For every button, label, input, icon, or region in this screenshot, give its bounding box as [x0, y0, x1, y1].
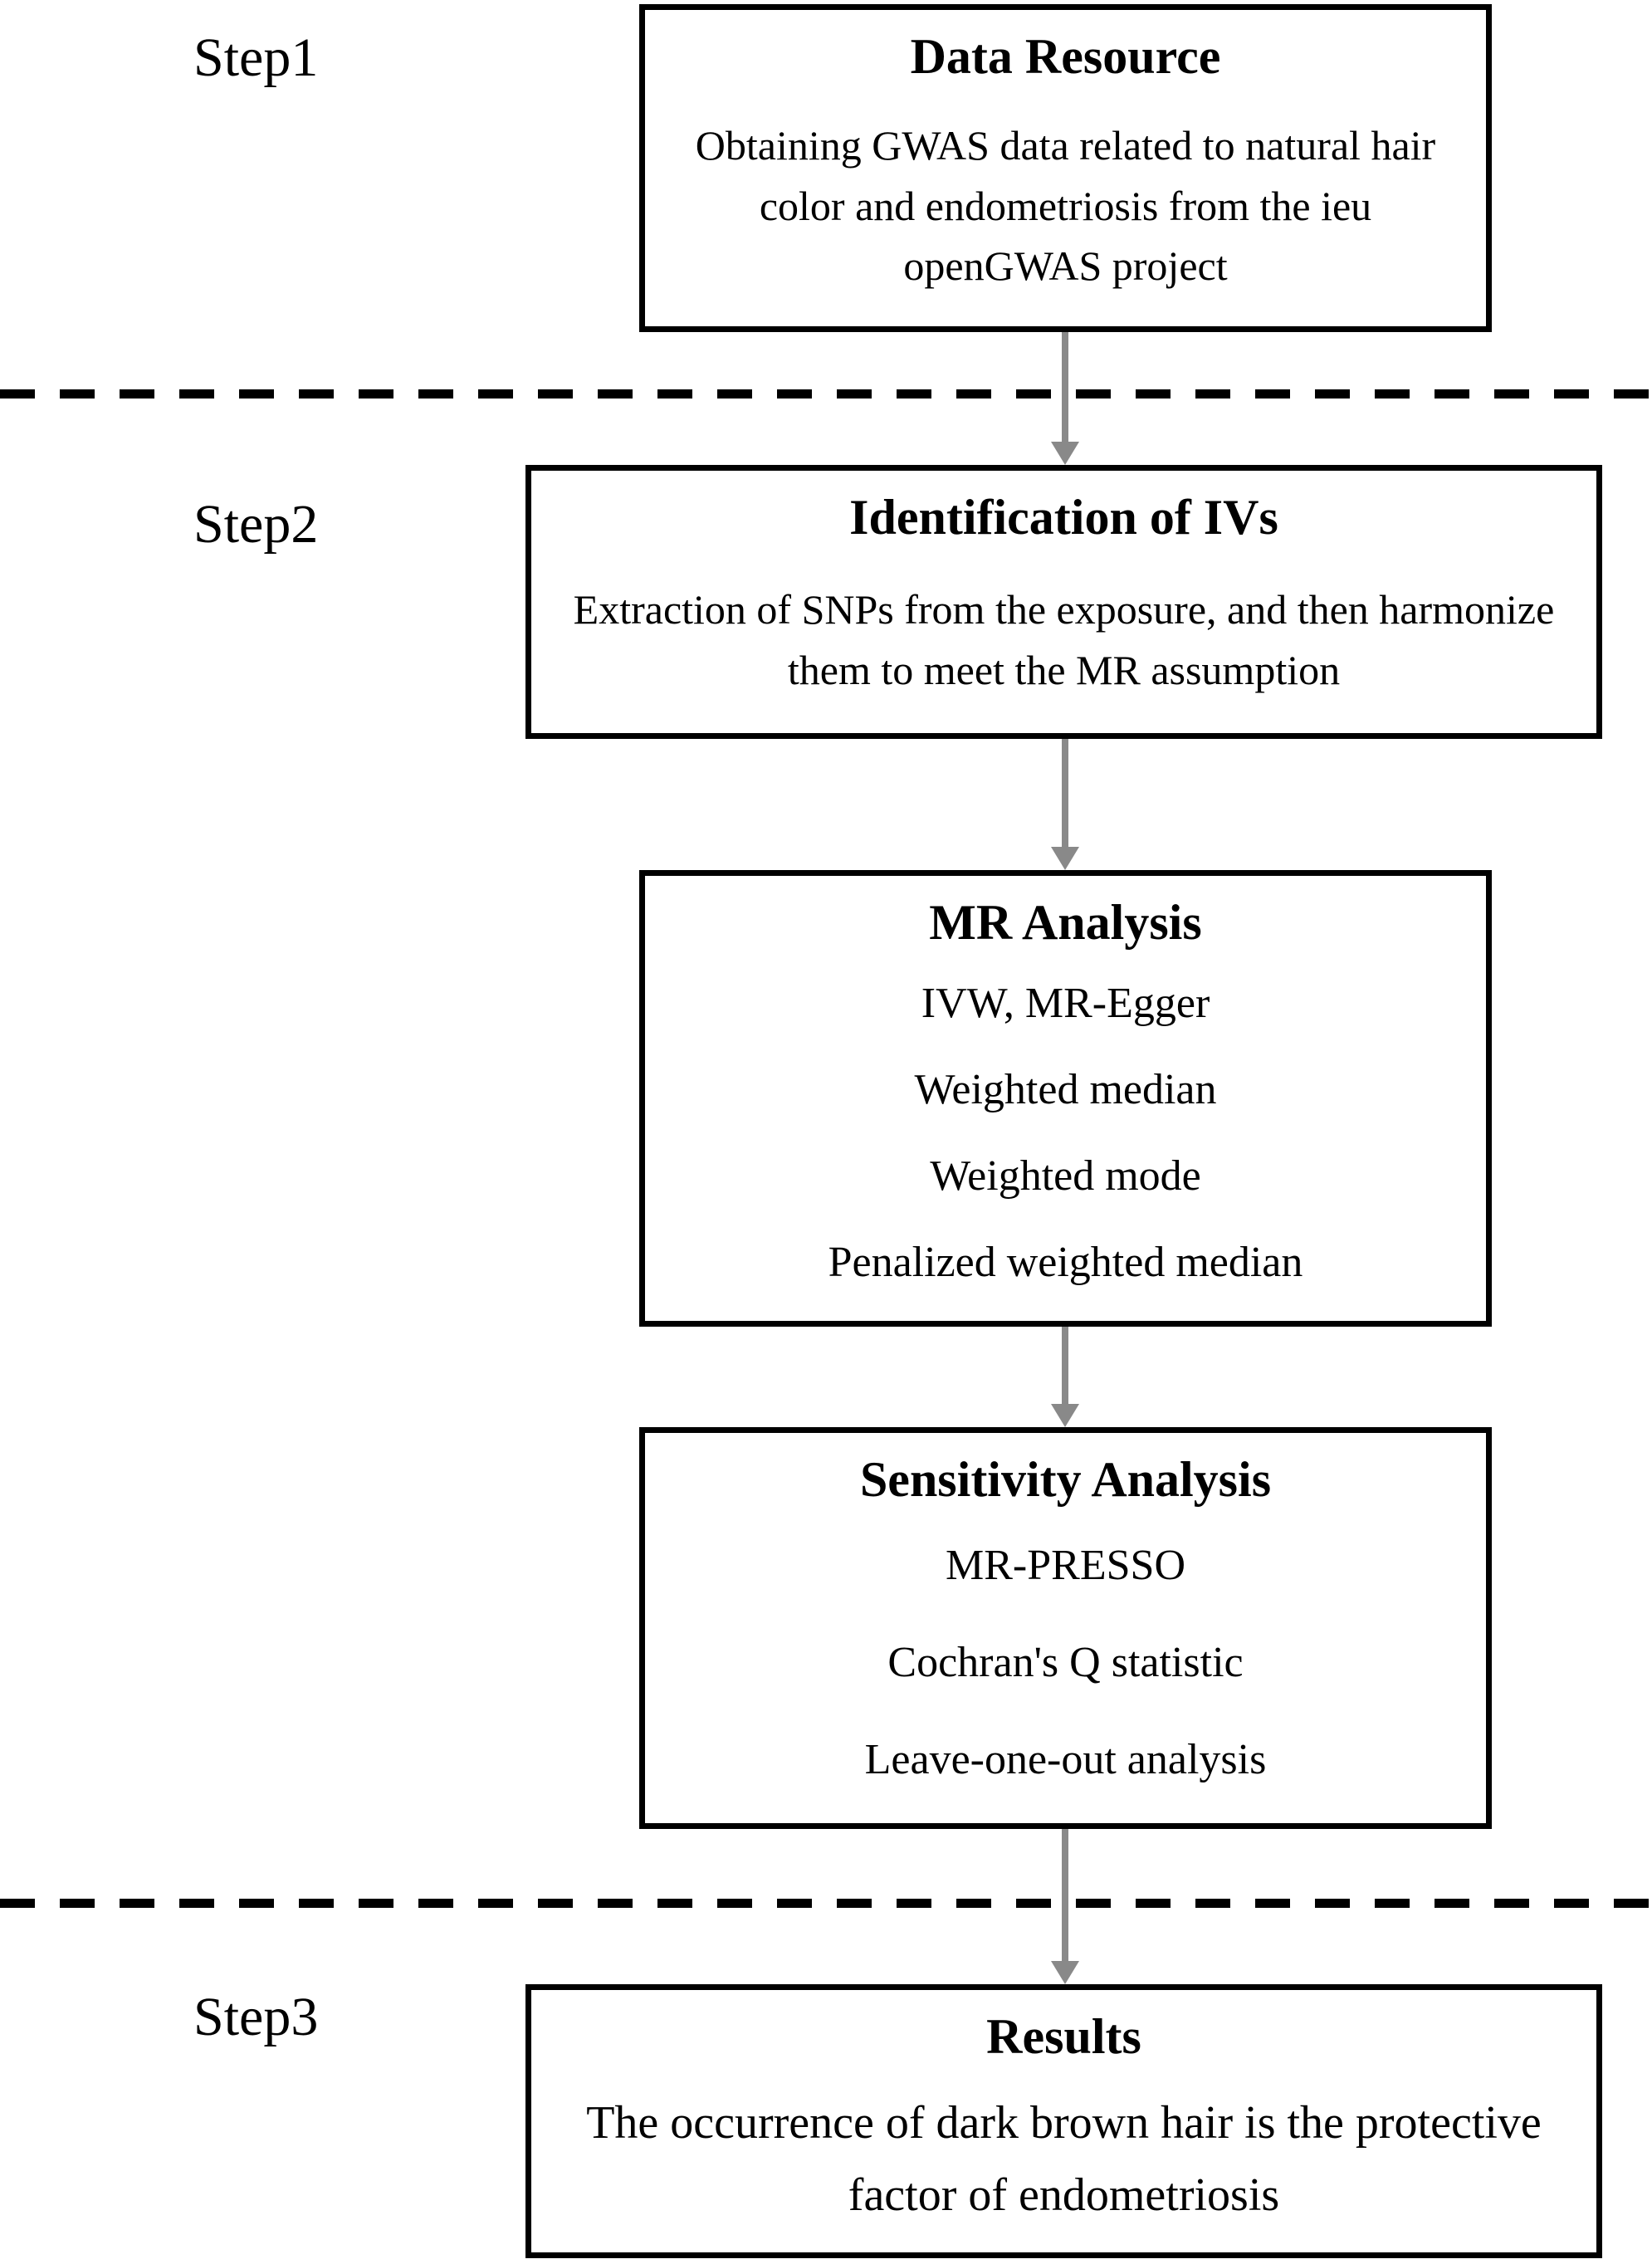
results-box: Results The occurrence of dark brown hai… — [525, 1984, 1602, 2258]
step2-label: Step2 — [193, 494, 319, 555]
identification-box: Identification of IVs Extraction of SNPs… — [525, 465, 1602, 739]
identification-title: Identification of IVs — [849, 490, 1278, 545]
data-resource-body: Obtaining GWAS data related to natural h… — [695, 122, 1436, 290]
mr-analysis-title: MR Analysis — [929, 895, 1202, 950]
data-resource-title: Data Resource — [910, 29, 1221, 84]
mr-analysis-item: IVW, MR-Egger — [921, 979, 1210, 1027]
data-resource-box: Data Resource Obtaining GWAS data relate… — [639, 4, 1492, 332]
mr-analysis-box: MR Analysis IVW, MR-Egger Weighted media… — [639, 870, 1492, 1327]
identification-body: Extraction of SNPs from the exposure, an… — [573, 586, 1555, 693]
dashed-divider-2 — [0, 1899, 1652, 1908]
sensitivity-analysis-box: Sensitivity Analysis MR-PRESSO Cochran's… — [639, 1427, 1492, 1829]
step1-label: Step1 — [193, 27, 319, 88]
step3-label: Step3 — [193, 1987, 319, 2047]
results-body: The occurrence of dark brown hair is the… — [586, 2096, 1542, 2221]
sensitivity-analysis-item: Cochran's Q statistic — [887, 1638, 1244, 1686]
mr-analysis-item: Penalized weighted median — [828, 1239, 1303, 1287]
dashed-divider-1 — [0, 389, 1652, 399]
sensitivity-analysis-item: MR-PRESSO — [946, 1541, 1185, 1589]
mr-analysis-item: Weighted mode — [930, 1152, 1201, 1200]
results-title: Results — [986, 2009, 1141, 2064]
sensitivity-analysis-item: Leave-one-out analysis — [864, 1735, 1267, 1783]
sensitivity-analysis-title: Sensitivity Analysis — [859, 1452, 1272, 1507]
mr-analysis-item: Weighted median — [914, 1065, 1217, 1113]
